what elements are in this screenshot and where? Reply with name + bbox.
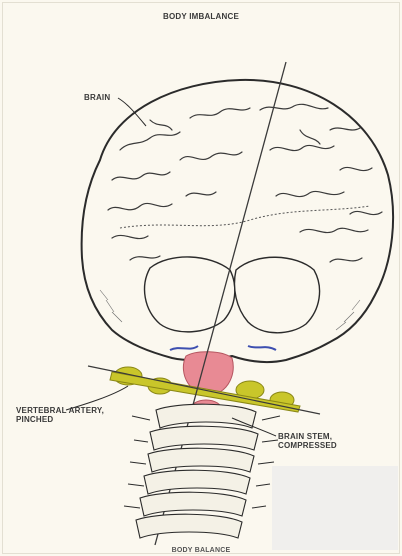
cervical-spine — [136, 404, 258, 538]
cerebellum-left — [145, 257, 235, 332]
label-vertebral-artery: VERTEBRAL ARTERY, PINCHED — [16, 406, 104, 424]
label-vertebral-artery-line2: PINCHED — [16, 415, 104, 424]
label-brain: BRAIN — [84, 93, 110, 102]
label-brain-stem-line2: COMPRESSED — [278, 441, 337, 450]
label-brain-stem: BRAIN STEM, COMPRESSED — [278, 432, 337, 450]
label-brain-stem-line1: BRAIN STEM, — [278, 432, 337, 441]
cerebellum-right — [235, 257, 320, 333]
diagram-title: BODY IMBALANCE — [0, 12, 402, 21]
label-vertebral-artery-line1: VERTEBRAL ARTERY, — [16, 406, 104, 415]
footer-caption: BODY BALANCE — [0, 546, 402, 555]
